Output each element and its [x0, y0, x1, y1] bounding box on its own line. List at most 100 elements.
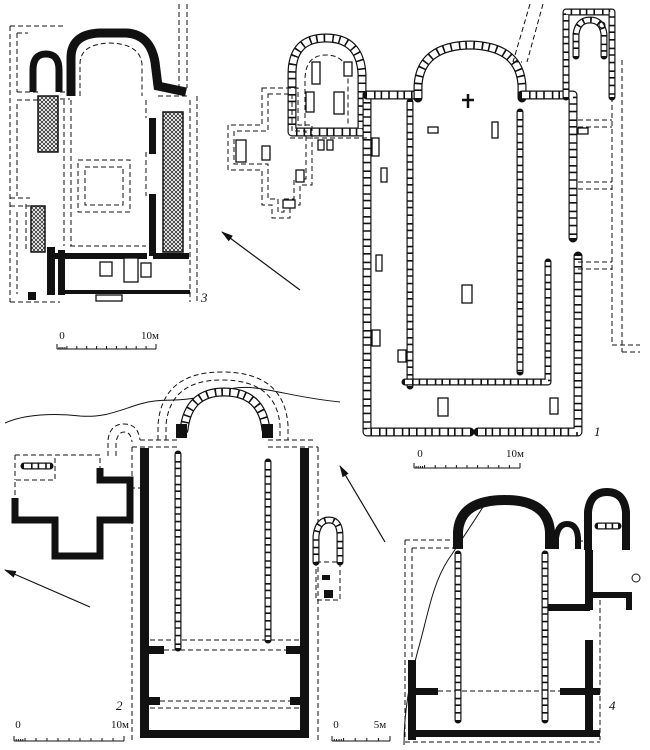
plan-2-cross-annex-outline	[14, 454, 131, 557]
plan-3-wall	[47, 247, 55, 295]
north-arrow-plan-2	[4, 569, 91, 608]
plan-1-tomb	[261, 145, 271, 161]
plan-2-wall	[290, 697, 309, 705]
plan-2-wall	[262, 424, 273, 438]
plan-2-apse-dashed	[157, 371, 289, 440]
plan-2-wall	[322, 575, 330, 580]
plan-1-tomb	[311, 61, 321, 85]
plan-1-dashed-walls	[290, 3, 640, 353]
scale-bar-line	[331, 736, 391, 742]
plan-1-tomb	[371, 329, 381, 347]
north-arrow-plan-4	[339, 465, 386, 543]
plan-2-south-wall	[140, 448, 149, 738]
plan-1-tomb	[380, 167, 388, 183]
plan-4-west-wall	[416, 730, 600, 737]
plan-4-scale-bar	[331, 736, 391, 742]
plan-2-apse-stones-joints	[180, 388, 270, 431]
plan-4-scale-start: 0	[333, 719, 339, 731]
plan-1-scale: 0 10м	[413, 448, 524, 469]
plan-3-wall	[149, 118, 156, 154]
plan-2: 2 0 10м	[4, 371, 344, 742]
plan-3-wall	[58, 250, 65, 295]
plan-4-wall	[408, 660, 416, 740]
plan-2-scale-bar	[13, 736, 125, 742]
plan-1-scale-bar	[413, 463, 521, 469]
plan-1-tomb	[397, 349, 407, 363]
plan-4-wall	[585, 640, 593, 730]
plan-1-tomb	[326, 139, 334, 151]
plan-1-tomb	[282, 199, 296, 209]
plan-2-scale-start: 0	[15, 719, 21, 731]
plan-1-north-chapel-wall-joints	[563, 9, 615, 97]
plan-1-cross-mark	[462, 94, 474, 108]
scale-bar-line	[56, 344, 157, 350]
plan-3: 3 0 10м	[9, 4, 208, 350]
plan-3-wall	[153, 253, 189, 259]
plan-4-corner-chapel	[584, 487, 630, 550]
plan-4-dashed-walls	[404, 539, 601, 743]
plan-4-circle-mark	[631, 573, 641, 583]
plan-2-scale: 0 10м	[13, 719, 129, 742]
plan-3-inner-dashed-walls	[25, 42, 147, 252]
plan-3-tomb	[123, 257, 139, 283]
plan-1-tomb	[371, 137, 380, 157]
plan-3-double-square	[77, 159, 131, 213]
plan-3-main-apse	[66, 28, 187, 97]
plan-4-wall	[560, 688, 600, 695]
plan-1-tomb	[427, 126, 439, 134]
plan-2-dashed-walls	[130, 439, 319, 740]
plan-1-main-apse-joints	[414, 41, 526, 98]
plan-2-cross-annex-walls	[11, 468, 134, 560]
plan-2-terrain-line	[4, 386, 341, 424]
plan-4-scale: 0 5м	[331, 719, 391, 742]
plan-2-small-apse	[107, 423, 141, 456]
plan-1-tomb	[437, 397, 449, 417]
plan-2-side-room	[315, 561, 341, 601]
plan-4-wall	[585, 550, 593, 610]
plan-1-round-annex-inner	[304, 54, 349, 126]
plan-1-inner-wall-joints	[405, 262, 551, 385]
plan-1-tomb	[375, 254, 383, 272]
plan-3-hatched-area	[162, 111, 184, 253]
plan-3-hatched-area	[37, 95, 59, 153]
plan-3-outer-dashed-walls	[9, 4, 198, 303]
north-arrow-plan-1	[221, 231, 301, 291]
plan-1-tomb	[549, 397, 559, 415]
plan-2-scale-end: 10м	[111, 719, 129, 731]
plan-2-west-wall	[140, 730, 309, 738]
plan-3-number: 3	[200, 290, 208, 305]
plan-2-wall	[324, 590, 333, 598]
plan-2-number: 2	[116, 698, 123, 713]
plan-3-scale-bar	[56, 344, 157, 350]
plan-1-outer-wall-joints	[363, 95, 582, 436]
plan-3-wall	[28, 292, 36, 300]
plan-4-excavation-boundary	[403, 495, 491, 746]
plan-1: 1 0 10м	[227, 3, 640, 469]
plan-3-tomb	[95, 294, 123, 302]
plan-1-round-annex-wall-joints	[288, 34, 366, 136]
plan-3-tomb	[140, 262, 152, 278]
plan-1-north-chapel-apse-joints	[573, 17, 607, 56]
scale-bar-line	[13, 736, 125, 742]
plan-2-side-apse-joints	[313, 517, 343, 562]
plan-3-scale-end: 10м	[141, 330, 159, 342]
plan-4-wall	[626, 592, 632, 610]
plan-1-tomb	[333, 91, 345, 115]
plan-1-north-wall-joints	[522, 91, 577, 238]
plan-1-tomb	[461, 284, 473, 304]
plan-2-wall	[286, 646, 309, 654]
plan-1-tomb	[235, 139, 247, 163]
plan-4: 4 0 5м	[331, 487, 641, 746]
plan-4-wall	[545, 604, 590, 611]
plan-2-wall	[140, 646, 164, 654]
plan-3-small-apse	[29, 50, 63, 92]
plan-4-wall	[593, 592, 631, 598]
plan-1-tomb	[343, 61, 353, 77]
plan-1-tomb	[577, 127, 589, 135]
plan-1-tomb	[491, 121, 499, 139]
plan-1-tomb	[305, 91, 315, 113]
plan-4-wall	[408, 688, 438, 695]
plan-4-main-apse	[453, 494, 555, 549]
plan-3-hatched-area	[30, 205, 46, 253]
